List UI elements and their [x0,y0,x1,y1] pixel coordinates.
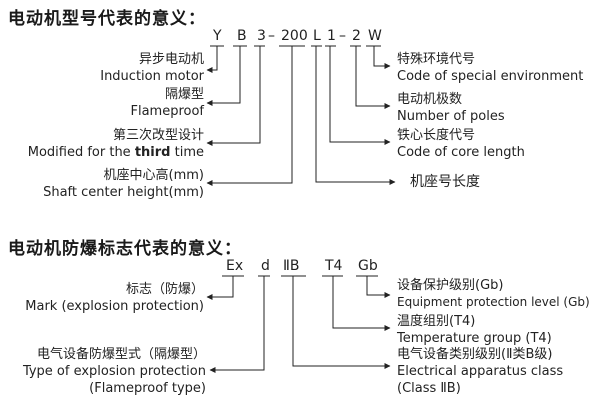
label-en: Electrical apparatus class [397,364,564,379]
code-ex: Ex [226,258,244,274]
label-cn: 机座中心高(mm) [103,168,204,183]
section2-heading: 电动机防爆标志代表的意义： [8,239,242,259]
label-cn: 电气设备类别级别(Ⅱ类B级) [397,347,553,362]
code-char-w: W [368,28,382,44]
label-en: Code of special environment [397,69,584,84]
label-em: third [134,145,171,160]
label-temperature-group: 温度组别(T4) Temperature group (T4) [397,313,552,347]
section1-heading: 电动机型号代表的意义： [8,9,206,29]
label-core-length: 铁心长度代号 Code of core length [397,127,525,161]
label-cn: 设备保护级别(Gb) [397,278,504,293]
label-en: Modified for the third time [27,145,204,160]
label-modified: 第三次改型设计 Modified for the third time [28,127,204,161]
label-en2: (Class ⅡB) [397,381,461,396]
leader-gb [366,276,391,298]
label-cn: 第三次改型设计 [112,128,204,143]
leader-ex [206,276,234,300]
leader-y [206,46,218,73]
code-char-2: 2 [352,28,361,44]
leader-200 [206,46,293,186]
leader-1 [329,46,391,145]
label-flameproof: 隔爆型 Flameproof [130,86,204,120]
code-t4: T4 [325,258,343,274]
label-en: Shaft center height(mm) [43,185,204,200]
label-en: Flameproof [130,104,204,119]
label-mark: 标志（防爆） Mark (explosion protection) [25,281,204,315]
label-en: Temperature group (T4) [397,331,552,346]
label-cn: 隔爆型 [164,87,204,102]
label-en: Mark (explosion protection) [25,299,204,314]
code-dash-1: – [268,28,275,44]
label-en: Equipment protection level (Gb) [397,295,590,309]
label-apparatus-class: 电气设备类别级别(Ⅱ类B级) Electrical apparatus clas… [397,346,563,397]
leader-t4 [332,276,391,331]
code-dash-2: – [339,28,346,44]
label-shaft-height: 机座中心高(mm) Shaft center height(mm) [43,167,204,201]
leader-d [209,276,265,373]
code-char-3: 3 [257,28,266,44]
code-char-l: L [313,28,321,44]
label-cn: 温度组别(T4) [397,314,476,329]
label-explosion-type: 电气设备防爆型式（隔爆型） Type of explosion protecti… [23,346,206,397]
leader-3 [206,46,261,146]
label-en: Number of poles [397,109,505,124]
leader-w [373,46,391,69]
label-cn: 铁心长度代号 [397,128,476,143]
label-cn: 电动机极数 [397,92,463,107]
code-char-1: 1 [327,28,336,44]
label-protection-level: 设备保护级别(Gb) Equipment protection level (G… [397,277,590,311]
label-cn: 电气设备防爆型式（隔爆型） [36,347,206,362]
code-char-200: 200 [281,28,308,44]
label-en: Induction motor [100,69,204,84]
label-cn: 标志（防爆） [125,282,204,297]
leader-iib [292,276,391,369]
code-d: d [261,258,270,274]
code-char-y: Y [213,28,222,44]
label-frame-length: 机座号长度 [410,174,480,190]
code-gb: Gb [358,258,378,274]
label-en2: (Flameproof type) [89,381,206,396]
code-char-b: B [237,28,247,44]
leader-l [315,46,396,185]
label-en: Type of explosion protection [22,364,206,379]
label-special-environment: 特殊环境代号 Code of special environment [397,51,583,85]
label-number-of-poles: 电动机极数 Number of poles [397,91,505,125]
leader-b [206,46,241,106]
label-cn: 特殊环境代号 [397,52,476,67]
label-induction-motor: 异步电动机 Induction motor [100,51,204,85]
label-cn: 异步电动机 [138,52,204,67]
leader-2 [355,46,391,109]
code-iib: ⅡB [283,258,300,274]
label-en: Code of core length [397,145,525,160]
